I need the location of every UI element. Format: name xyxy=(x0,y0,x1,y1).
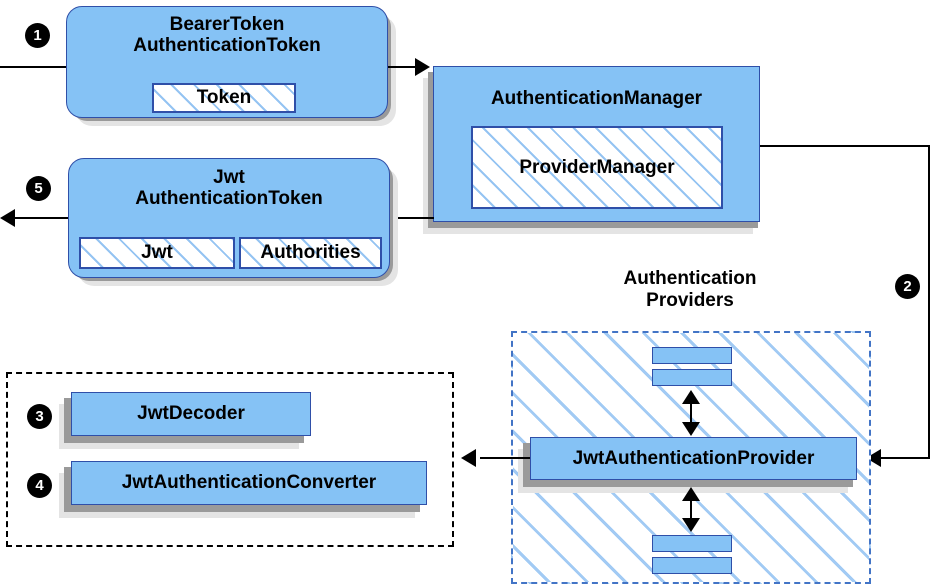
provider-link-arrow-bottom-up xyxy=(682,487,700,501)
provider-link-arrow-top-down xyxy=(682,422,700,436)
node-jwt-authentication-converter[interactable]: JwtAuthenticationConverter xyxy=(71,461,427,505)
bearer-token-title-line2: AuthenticationToken xyxy=(133,35,321,57)
provider-link-arrow-bottom-down xyxy=(682,518,700,532)
arrow-token-to-manager xyxy=(415,58,430,76)
step-bullet-3: 3 xyxy=(28,405,51,428)
provider-bar-top-2[interactable] xyxy=(652,369,732,386)
jwt-decoder-label: JwtDecoder xyxy=(137,403,245,424)
step-bullet-4: 4 xyxy=(28,474,51,497)
authentication-manager-inner-provider-manager: ProviderManager xyxy=(471,126,723,209)
bearer-token-title-line1: BearerToken xyxy=(169,14,285,35)
authorities-slot-label: Authorities xyxy=(260,242,361,263)
flow-line-manager-to-jwt-token xyxy=(390,217,434,219)
flow-line-step2-seg-h-top xyxy=(760,145,930,147)
step-bullet-1: 1 xyxy=(26,24,49,47)
jwt-authentication-token-title-line2: AuthenticationToken xyxy=(135,188,323,210)
flow-line-provider-to-support xyxy=(480,457,530,459)
bearer-token-slot-token: Token xyxy=(152,83,296,113)
arrow-step5-out xyxy=(0,209,15,227)
provider-bar-bottom-2[interactable] xyxy=(652,557,732,574)
provider-link-arrow-top-up xyxy=(682,390,700,404)
provider-link-line-top xyxy=(690,392,692,434)
flow-line-step2-seg-h-bottom xyxy=(878,457,930,459)
authentication-manager-title: AuthenticationManager xyxy=(490,88,703,109)
authentication-providers-caption-line2: Providers xyxy=(646,289,734,311)
provider-bar-top-1[interactable] xyxy=(652,347,732,364)
flow-line-step2-seg-v xyxy=(928,145,930,459)
jwt-slot-label: Jwt xyxy=(141,242,173,263)
node-jwt-authentication-provider[interactable]: JwtAuthenticationProvider xyxy=(530,437,857,480)
flow-line-step1-in xyxy=(0,66,70,68)
jwt-authentication-provider-label: JwtAuthenticationProvider xyxy=(572,447,815,469)
provider-link-line-bottom xyxy=(690,489,692,529)
node-authentication-manager[interactable]: AuthenticationManager ProviderManager xyxy=(433,66,760,222)
flow-line-token-to-manager xyxy=(388,66,421,68)
node-jwt-authentication-token[interactable]: Jwt AuthenticationToken Jwt Authorities xyxy=(68,158,390,278)
authentication-providers-caption-line1: Authentication xyxy=(623,268,757,289)
jwt-authentication-token-slot-jwt: Jwt xyxy=(79,237,235,269)
jwt-support-region xyxy=(6,372,454,547)
authentication-providers-caption: Authentication Providers xyxy=(560,268,820,311)
node-jwt-decoder[interactable]: JwtDecoder xyxy=(71,392,311,436)
flow-line-step5-out xyxy=(14,217,70,219)
provider-manager-label: ProviderManager xyxy=(519,156,675,178)
node-bearer-token-authentication-token[interactable]: BearerToken AuthenticationToken Token xyxy=(66,6,388,118)
jwt-authentication-token-title-line1: Jwt xyxy=(213,167,245,188)
arrow-provider-to-support xyxy=(461,449,476,467)
bearer-token-slot-token-label: Token xyxy=(196,87,252,108)
provider-bar-bottom-1[interactable] xyxy=(652,535,732,552)
jwt-authentication-converter-label: JwtAuthenticationConverter xyxy=(121,472,377,493)
step-bullet-2: 2 xyxy=(896,275,919,298)
jwt-authentication-token-slot-authorities: Authorities xyxy=(239,237,382,269)
bearer-token-title: BearerToken AuthenticationToken xyxy=(67,14,387,57)
step-bullet-5: 5 xyxy=(27,177,50,200)
jwt-authentication-token-title: Jwt AuthenticationToken xyxy=(69,167,389,210)
